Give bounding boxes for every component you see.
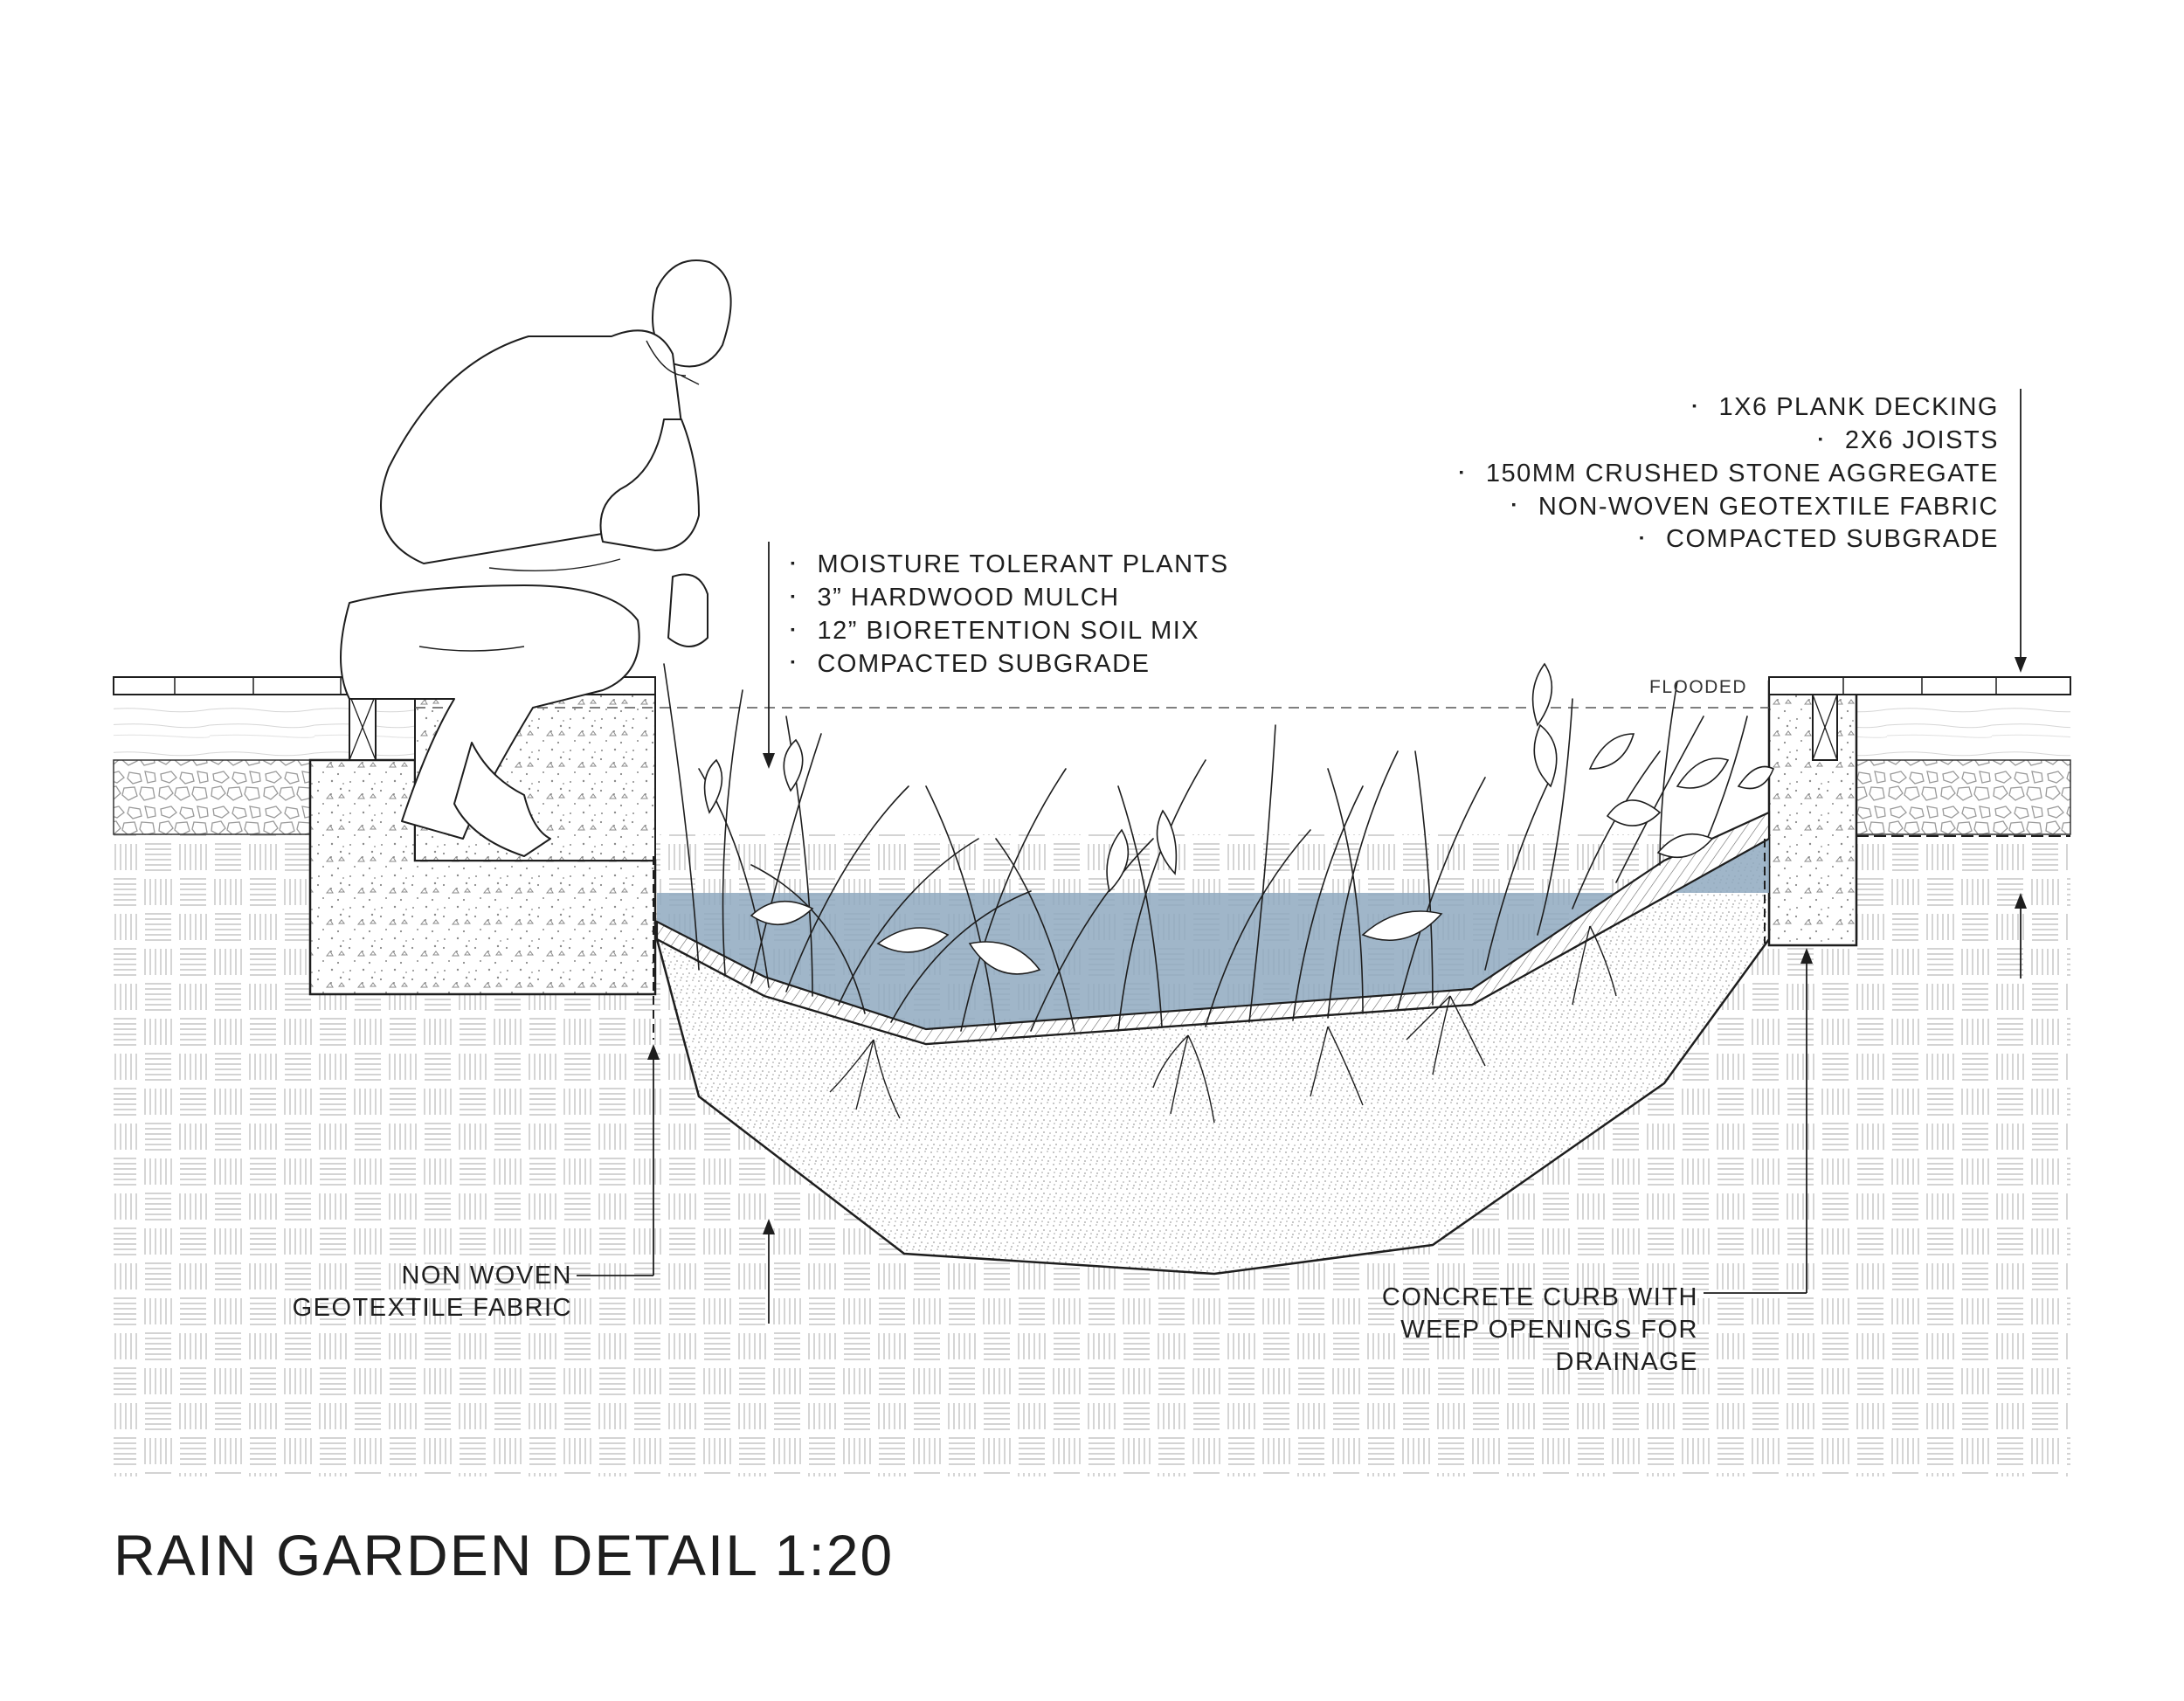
hardwood-mulch-layer — [655, 811, 1771, 1046]
deck-layer-joists: ▪ 2X6 JOISTS — [1459, 425, 1999, 458]
deck-layer-joists-text: 2X6 JOISTS — [1844, 425, 1999, 454]
garden-layer-plants: MOISTURE TOLERANT PLANTS — [791, 549, 1229, 582]
deck-layer-geotextile-bullet: ▪ — [1511, 497, 1517, 512]
curb-note-line-3: DRAINAGE — [1555, 1348, 1698, 1376]
deck-layer-geotextile: ▪ NON-WOVEN GEOTEXTILE FABRIC — [1459, 491, 1999, 524]
garden-layer-soil: 12” BIORETENTION SOIL MIX — [791, 615, 1229, 648]
crouching-person-figure — [340, 259, 732, 857]
plant-leaves — [703, 662, 1775, 975]
right-plank-seams — [1842, 677, 1997, 695]
drawing-title: RAIN GARDEN DETAIL 1:20 — [114, 1523, 895, 1587]
leader-arrows — [647, 657, 2027, 1234]
right-stone-aggregate — [1856, 759, 2071, 835]
deck-layer-labels: ▪ 1X6 PLANK DECKING ▪ 2X6 JOISTS ▪ 150MM CR… — [1459, 391, 1999, 557]
moisture-tolerant-plants — [663, 663, 1748, 1032]
flood-label: FLOODED — [1649, 677, 1748, 697]
figure-detail-lines — [418, 340, 700, 652]
deck-layer-subgrade: ▪ COMPACTED SUBGRADE — [1459, 523, 1999, 557]
plant-roots — [829, 925, 1617, 1124]
deck-layer-decking: ▪ 1X6 PLANK DECKING — [1459, 391, 1999, 425]
leader-lines — [577, 389, 2022, 1324]
garden-layer-subgrade: COMPACTED SUBGRADE — [791, 648, 1229, 681]
curb-note: CONCRETE CURB WITH WEEP OPENINGS FOR DRA… — [1382, 1282, 1698, 1379]
curb-note-line-1: CONCRETE CURB WITH — [1381, 1283, 1698, 1311]
deck-layer-subgrade-bullet: ▪ — [1639, 530, 1646, 545]
deck-layer-aggregate-bullet: ▪ — [1459, 464, 1465, 479]
deck-layer-aggregate-text: 150MM CRUSHED STONE AGGREGATE — [1485, 459, 1999, 487]
geotextile-note-line-2: GEOTEXTILE FABRIC — [292, 1294, 572, 1322]
geotextile-note: NON WOVEN GEOTEXTILE FABRIC — [293, 1260, 572, 1324]
curb-note-line-2: WEEP OPENINGS FOR — [1400, 1316, 1698, 1344]
garden-layer-mulch: 3” HARDWOOD MULCH — [791, 582, 1229, 615]
left-stone-aggregate — [113, 759, 311, 835]
deck-layer-decking-bullet: ▪ — [1692, 398, 1698, 412]
deck-layer-joists-bullet: ▪ — [1818, 431, 1824, 446]
deck-layer-aggregate: ▪ 150MM CRUSHED STONE AGGREGATE — [1459, 458, 1999, 491]
deck-layer-subgrade-text: COMPACTED SUBGRADE — [1666, 525, 1999, 554]
garden-layer-labels: MOISTURE TOLERANT PLANTS 3” HARDWOOD MUL… — [791, 549, 1229, 681]
deck-layer-decking-text: 1X6 PLANK DECKING — [1718, 393, 1999, 421]
geotextile-note-line-1: NON WOVEN — [401, 1262, 572, 1290]
deck-layer-geotextile-text: NON-WOVEN GEOTEXTILE FABRIC — [1538, 492, 1999, 521]
right-plank-decking — [1768, 676, 2071, 695]
